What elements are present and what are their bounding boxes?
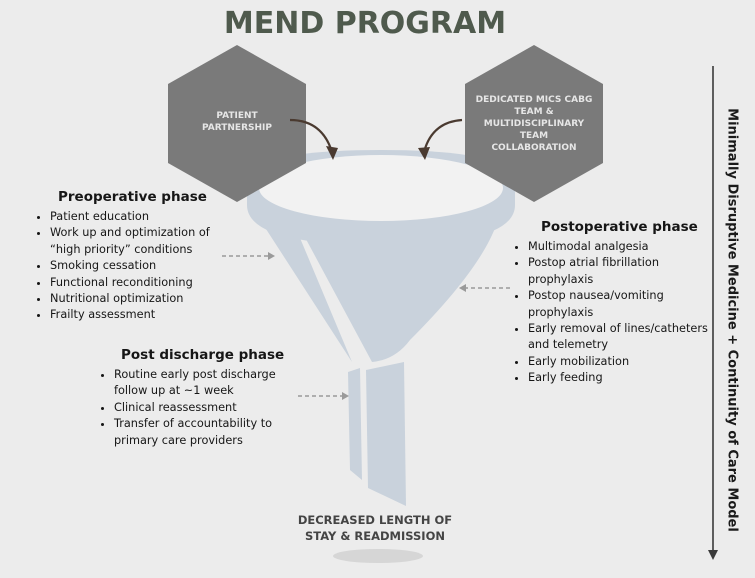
preop-dashed-arrowhead bbox=[268, 252, 275, 260]
list-item: Functional reconditioning bbox=[50, 275, 226, 291]
post-discharge-dashed-arrowhead bbox=[342, 392, 349, 400]
side-model-label: Minimally Disruptive Medicine + Continui… bbox=[724, 108, 740, 532]
list-item: Patient education bbox=[50, 209, 226, 225]
list-item: Early removal of lines/catheters and tel… bbox=[528, 321, 710, 354]
hex-right-line-4: TEAM bbox=[519, 131, 549, 141]
postoperative-list: Multimodal analgesia Postop atrial fibri… bbox=[514, 239, 710, 387]
list-item: Routine early post discharge follow up a… bbox=[114, 367, 296, 400]
outcome-line-2: STAY & READMISSION bbox=[304, 529, 445, 543]
funnel-cone bbox=[300, 212, 500, 362]
funnel-spout-left bbox=[348, 368, 362, 480]
mics-cabg-team-hexagon bbox=[465, 45, 603, 202]
side-vertical-arrowhead bbox=[708, 550, 718, 560]
list-item: Clinical reassessment bbox=[114, 400, 296, 416]
outcome-line-1: DECREASED LENGTH OF bbox=[297, 513, 453, 527]
list-item: Early mobilization bbox=[528, 354, 710, 370]
list-item: Transfer of accountability to primary ca… bbox=[114, 416, 296, 449]
list-item: Postop nausea/vomiting prophylaxis bbox=[528, 288, 710, 321]
list-item: Multimodal analgesia bbox=[528, 239, 710, 255]
right-arrow-head bbox=[418, 147, 430, 160]
left-arrow-head bbox=[326, 146, 338, 160]
preoperative-phase: Preoperative phase Patient education Wor… bbox=[36, 189, 226, 324]
postoperative-heading: Postoperative phase bbox=[541, 219, 698, 235]
funnel-shadow bbox=[333, 549, 423, 563]
preoperative-list: Patient education Work up and optimizati… bbox=[36, 209, 226, 324]
hex-right-line-3: MULTIDISCIPLINARY bbox=[483, 119, 585, 129]
postop-dashed-arrowhead bbox=[459, 284, 466, 292]
list-item: Postop atrial fibrillation prophylaxis bbox=[528, 255, 710, 288]
hex-right-line-1: DEDICATED MICS CABG bbox=[475, 95, 593, 105]
funnel-cone-left bbox=[255, 212, 352, 362]
hex-right-line-2: TEAM & bbox=[514, 107, 554, 117]
outcome-label: DECREASED LENGTH OF STAY & READMISSION bbox=[290, 512, 460, 544]
hex-right-line-5: COLLABORATION bbox=[491, 143, 577, 153]
list-item: Smoking cessation bbox=[50, 258, 226, 274]
preoperative-heading: Preoperative phase bbox=[58, 189, 207, 205]
postoperative-phase: Postoperative phase Multimodal analgesia… bbox=[514, 219, 710, 387]
mics-cabg-team-label: DEDICATED MICS CABG TEAM & MULTIDISCIPLI… bbox=[468, 94, 600, 154]
post-discharge-list: Routine early post discharge follow up a… bbox=[100, 367, 296, 449]
funnel-spout-right bbox=[366, 362, 406, 506]
list-item: Nutritional optimization bbox=[50, 291, 226, 307]
list-item: Frailty assessment bbox=[50, 307, 226, 323]
post-discharge-heading: Post discharge phase bbox=[121, 347, 285, 363]
patient-partnership-hexagon bbox=[168, 45, 306, 202]
post-discharge-phase: Post discharge phase Routine early post … bbox=[100, 347, 296, 449]
list-item: Work up and optimization of “high priori… bbox=[50, 225, 226, 258]
list-item: Early feeding bbox=[528, 370, 710, 386]
page-title: MEND PROGRAM bbox=[223, 6, 507, 41]
patient-partnership-label: PATIENT PARTNERSHIP bbox=[202, 111, 272, 133]
funnel-opening bbox=[259, 155, 503, 221]
right-curved-arrow bbox=[422, 118, 463, 153]
